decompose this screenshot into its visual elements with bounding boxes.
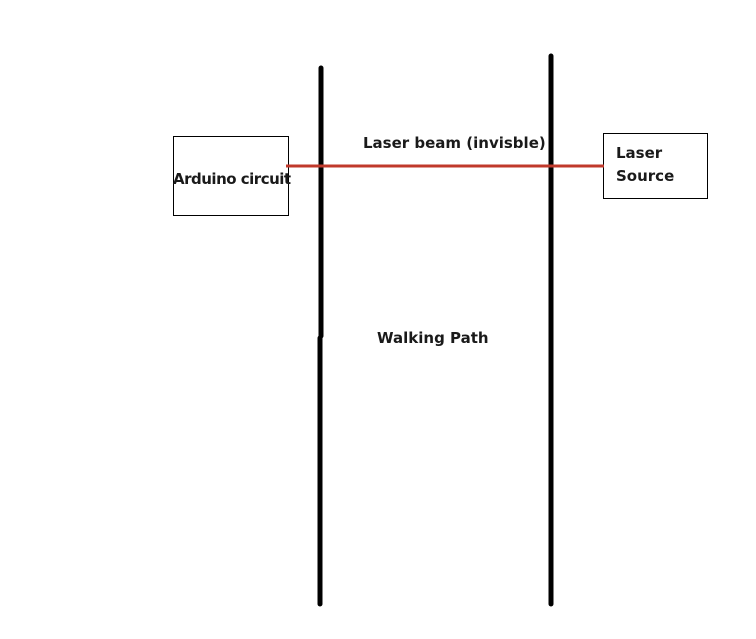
arduino-circuit-label: Arduino circuit bbox=[173, 170, 291, 188]
walking-path-label: Walking Path bbox=[377, 329, 489, 347]
laser-source-box bbox=[603, 133, 708, 199]
laser-source-label: Laser Source bbox=[616, 144, 675, 185]
laser-beam-label: Laser beam (invisble) bbox=[363, 134, 546, 152]
arduino-circuit-box bbox=[173, 136, 289, 216]
